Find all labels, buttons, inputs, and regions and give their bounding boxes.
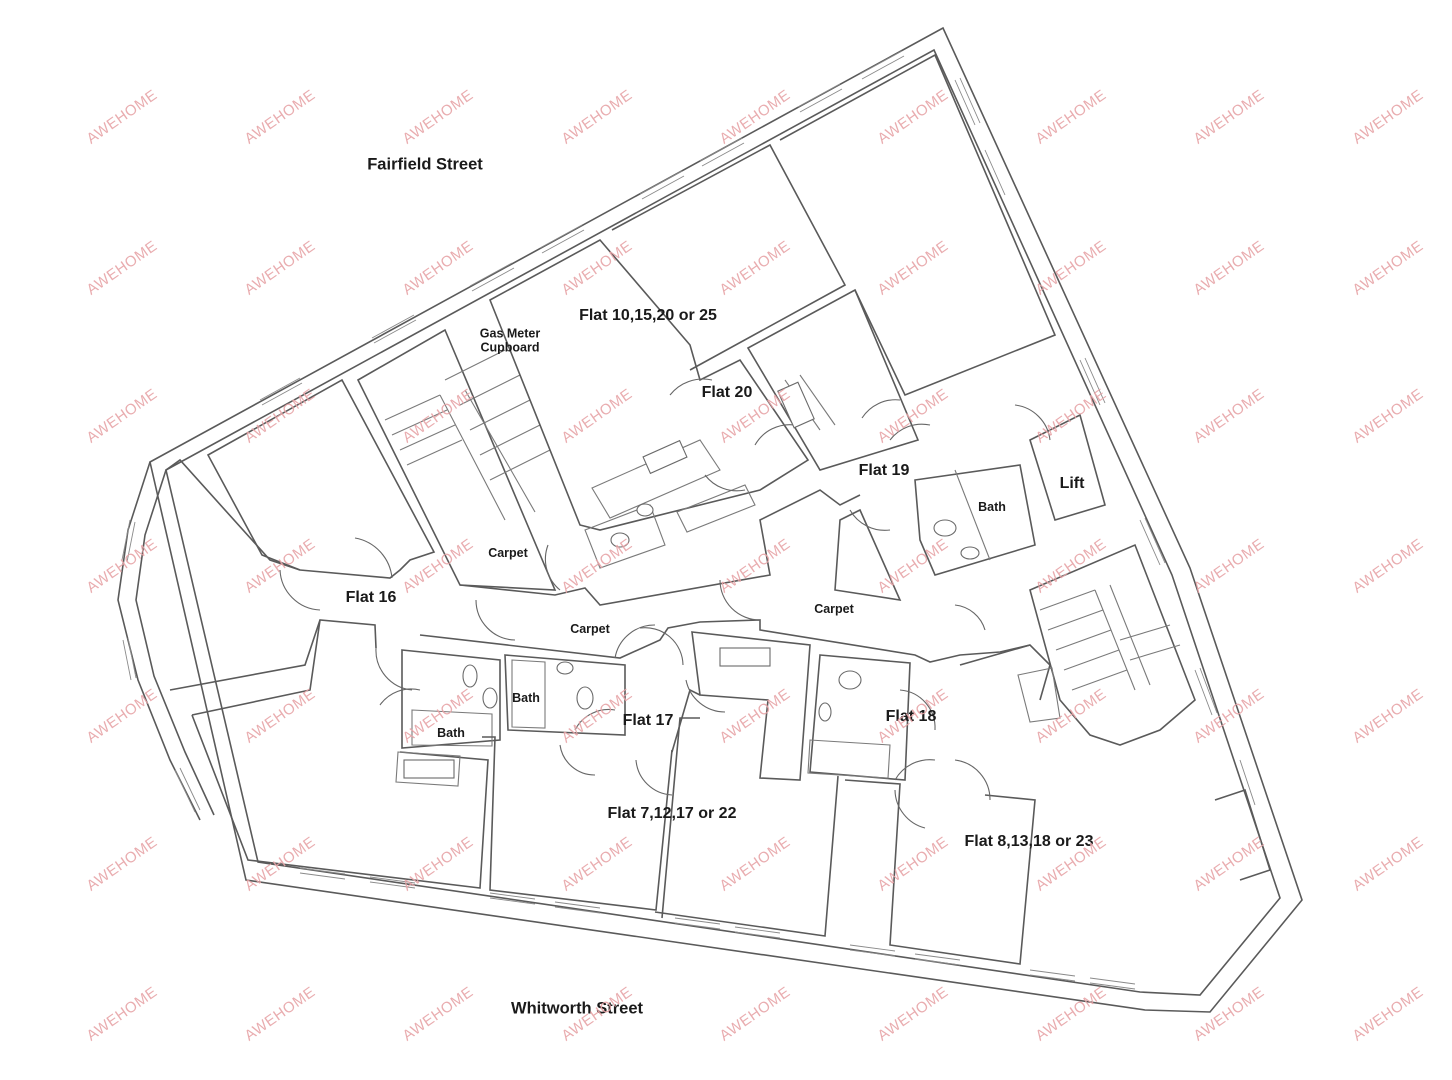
carpet-label: Carpet xyxy=(570,621,610,636)
outer-walls xyxy=(117,26,1303,1013)
flat-label-8-13-18-23: Flat 8,13,18 or 23 xyxy=(964,832,1094,850)
flat-label-18: Flat 18 xyxy=(885,707,937,725)
bath-label: Bath xyxy=(437,725,465,740)
street-label-north: Fairfield Street xyxy=(367,155,483,174)
windows xyxy=(121,50,1256,990)
flat-label-16: Flat 16 xyxy=(345,588,397,606)
carpet-label: Carpet xyxy=(488,545,528,560)
street-label-south: Whitworth Street xyxy=(511,999,643,1018)
carpet-label: Carpet xyxy=(814,601,854,616)
interior-walls xyxy=(165,53,1271,965)
lift-label: Lift xyxy=(1059,474,1085,492)
flat-label-20: Flat 20 xyxy=(701,383,753,401)
flat-label-17: Flat 17 xyxy=(622,711,674,729)
fixtures xyxy=(403,381,980,779)
bath-label: Bath xyxy=(512,690,540,705)
gas-meter-cupboard-label: Gas Meter Cupboard xyxy=(479,326,541,355)
flat-label-10-15-20-25: Flat 10,15,20 or 25 xyxy=(579,306,717,324)
flat-label-19: Flat 19 xyxy=(858,461,910,479)
flat-label-7-12-17-22: Flat 7,12,17 or 22 xyxy=(607,804,737,822)
doors xyxy=(279,378,1051,829)
bath-label: Bath xyxy=(978,499,1006,514)
